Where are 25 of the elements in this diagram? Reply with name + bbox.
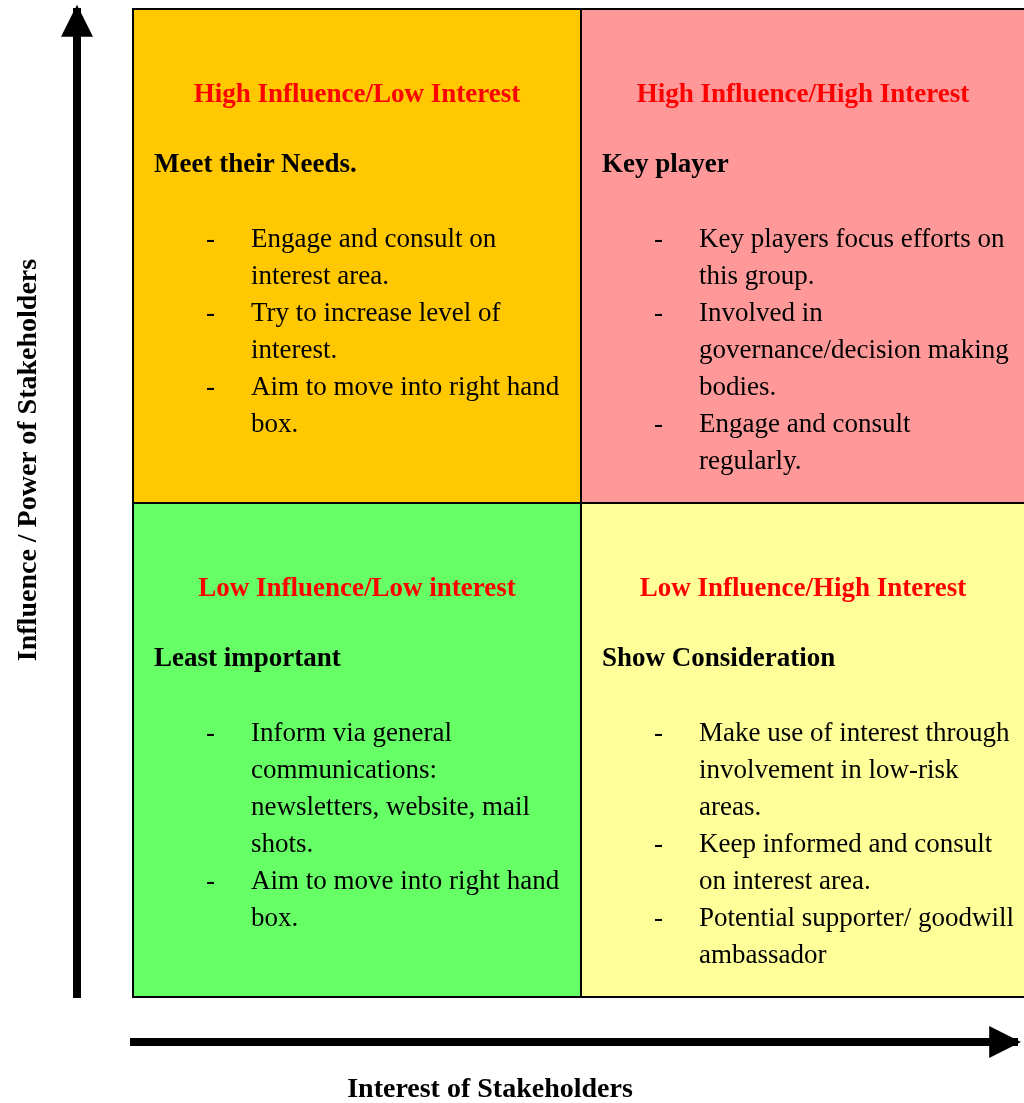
bullet-item: - Keep informed and consult on interest area. (654, 827, 994, 897)
quadrant-heading: High Influence/Low Interest (192, 78, 522, 109)
quadrant-box (580, 502, 1024, 998)
bullet-item: - Make use of interest through involvement in low-risk areas. (654, 716, 1011, 823)
bullet-item: - Inform via general communications: newsletters, website, mail shots. (206, 716, 531, 860)
quadrant-subheading: Meet their Needs. (154, 148, 357, 179)
bullet-item: - Engage and consult regularly. (654, 407, 912, 477)
bullet-item: - Key players focus efforts on this group. (654, 222, 1006, 292)
bullet-item: - Involved in governance/decision making bodies. (654, 296, 1010, 403)
bullet-item: - Aim to move into right hand box. (206, 864, 561, 934)
y-axis-label: Influence / Power of Stakeholders (11, 258, 43, 662)
bullet-item: - Potential supporter/ goodwill ambassador (654, 901, 1014, 971)
quadrant-subheading: Least important (154, 642, 341, 673)
quadrant-heading: High Influence/High Interest (635, 78, 971, 109)
quadrant-heading: Low Influence/Low interest (197, 572, 517, 603)
quadrant-subheading: Key player (602, 148, 729, 179)
quadrant-box (132, 8, 582, 504)
bullet-item: - Engage and consult on interest area. (206, 222, 498, 292)
bullet-item: - Aim to move into right hand box. (206, 370, 561, 440)
quadrant-box (132, 502, 582, 998)
quadrant-heading: Low Influence/High Interest (638, 572, 968, 603)
bullet-item: - Try to increase level of interest. (206, 296, 502, 366)
quadrant-subheading: Show Consideration (602, 642, 836, 673)
x-axis-label: Interest of Stakeholders (347, 1072, 633, 1103)
quadrant-box (580, 8, 1024, 504)
